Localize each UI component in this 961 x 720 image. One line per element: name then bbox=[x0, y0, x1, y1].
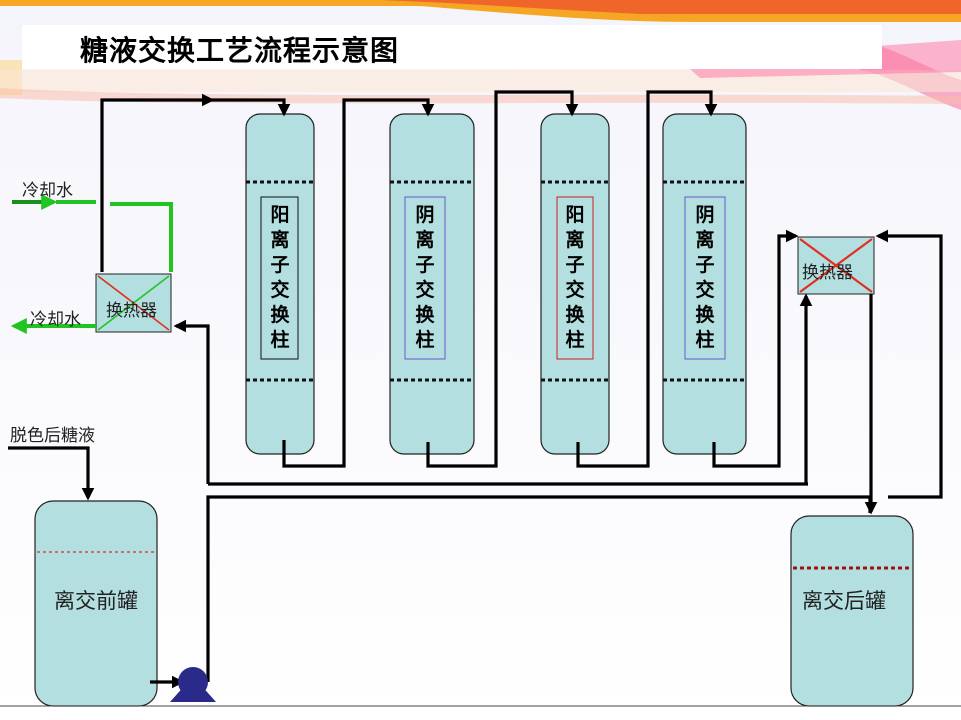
cooling-water-out-label: 冷却水 bbox=[30, 310, 81, 330]
tank-after-vessel bbox=[790, 515, 914, 707]
tank-after-label: 离交后罐 bbox=[802, 589, 886, 613]
page-title: 糖液交换工艺流程示意图 bbox=[80, 34, 400, 67]
column-3-label: 阳离子交换柱 bbox=[565, 204, 585, 351]
heat-exchanger-right bbox=[797, 236, 875, 295]
heat-exchanger-right-label: 换热器 bbox=[802, 263, 853, 283]
heat-exchanger-left-label: 换热器 bbox=[106, 301, 157, 321]
syrup-pipe-lines bbox=[8, 90, 943, 689]
column-4-vessel bbox=[662, 113, 747, 455]
heat-exchanger-left bbox=[95, 273, 172, 333]
column-1-label: 阳离子交换柱 bbox=[270, 204, 290, 351]
pump-icon bbox=[170, 667, 216, 702]
tank-before-label: 离交前罐 bbox=[54, 589, 138, 613]
column-4-label: 阴离子交换柱 bbox=[695, 204, 715, 351]
cooling-water-in-label: 冷却水 bbox=[22, 181, 73, 201]
title-bar: 糖液交换工艺流程示意图 bbox=[22, 25, 882, 69]
cooling-water-lines bbox=[10, 194, 173, 334]
column-2-label: 阴离子交换柱 bbox=[415, 204, 435, 351]
column-2-vessel bbox=[389, 113, 475, 455]
decolorized-syrup-label: 脱色后糖液 bbox=[10, 426, 95, 446]
